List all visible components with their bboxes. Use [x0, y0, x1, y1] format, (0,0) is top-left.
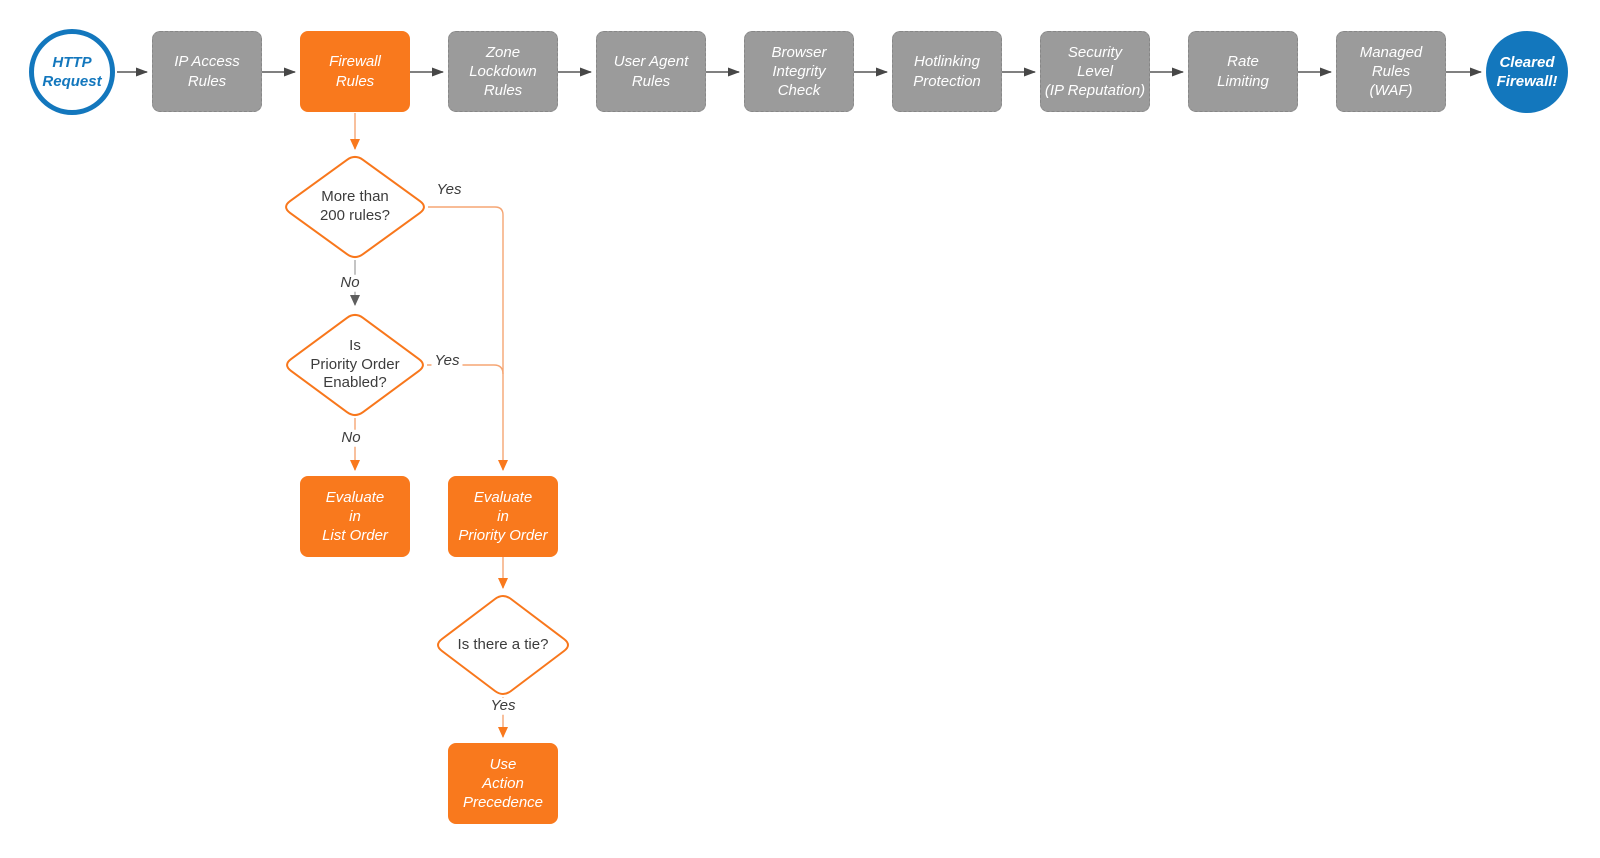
start-node-http-request: HTTP Request [29, 29, 115, 115]
edge-label-no-1: No [337, 274, 363, 292]
phase-box-ip-access-rules: IP Access Rules [152, 31, 262, 112]
edge-label-yes-3: Yes [487, 697, 519, 715]
phase-box-managed-rules-waf: Managed Rules (WAF) [1336, 31, 1446, 112]
decision-is-there-a-tie-shape [437, 595, 569, 695]
action-box-evaluate-list-order: Evaluate in List Order [300, 476, 410, 557]
edge-yes-2 [427, 364, 504, 375]
decision-more-than-200-rules-shape [285, 155, 425, 259]
action-box-use-action-precedence: Use Action Precedence [448, 743, 558, 824]
decision-priority-order-enabled-label: Is Priority Order Enabled? [310, 336, 400, 392]
end-node-cleared-firewall: Cleared Firewall! [1486, 31, 1568, 113]
action-box-evaluate-priority-order: Evaluate in Priority Order [448, 476, 558, 557]
decision-more-than-200-rules-label: More than 200 rules? [319, 188, 391, 224]
edge-label-yes-1: Yes [433, 181, 465, 199]
edge-label-yes-2: Yes [431, 352, 463, 370]
phase-box-firewall-rules: Firewall Rules [300, 31, 410, 112]
edge-yes-1 [428, 206, 508, 471]
edge-label-no-2: No [338, 429, 364, 447]
phase-box-hotlinking-protection: Hotlinking Protection [892, 31, 1002, 112]
decision-priority-order-enabled-shape [286, 313, 424, 417]
phase-box-browser-integrity-check: Browser Integrity Check [744, 31, 854, 112]
phase-box-user-agent-rules: User Agent Rules [596, 31, 706, 112]
phase-box-security-level: Security Level (IP Reputation) [1040, 31, 1150, 112]
phase-box-rate-limiting: Rate Limiting [1188, 31, 1298, 112]
phase-box-zone-lockdown-rules: Zone Lockdown Rules [448, 31, 558, 112]
decision-is-there-a-tie-label: Is there a tie? [457, 635, 549, 653]
